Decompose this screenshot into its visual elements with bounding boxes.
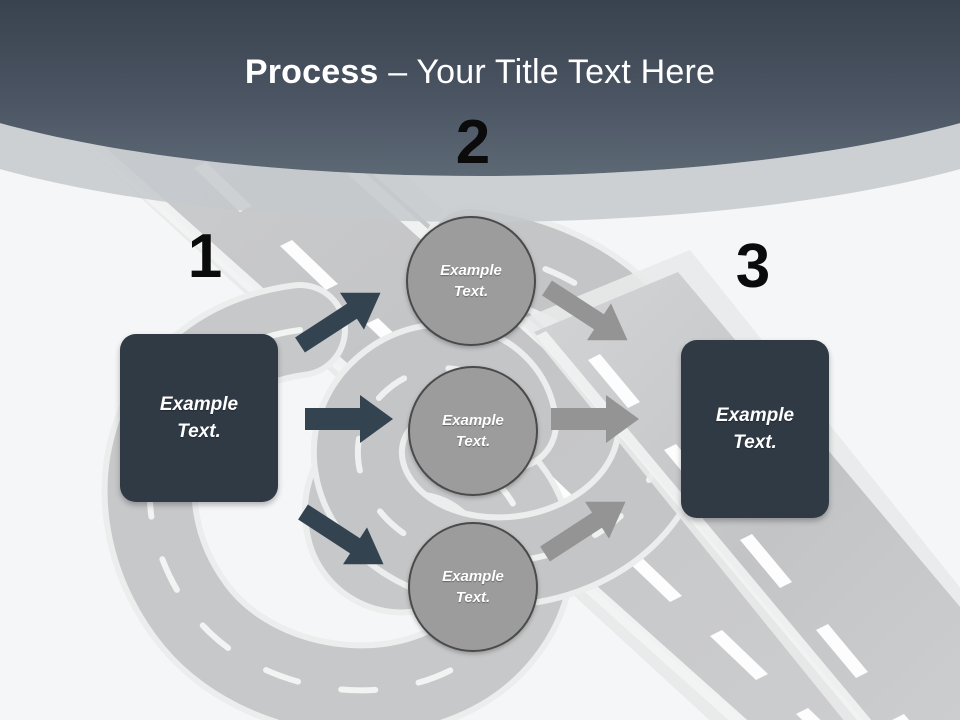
node-circle-middle-label: Example Text. [442,412,504,450]
node-right-box-label: Example Text. [715,405,795,453]
node-circle-bottom[interactable]: Example Text. [408,522,538,652]
step-number-2: 2 [455,108,491,177]
node-circle-top[interactable]: Example Text. [406,216,536,346]
node-right-box[interactable]: Example Text. [681,340,829,518]
node-circle-middle[interactable]: Example Text. [408,366,538,496]
node-circle-bottom-label: Example Text. [442,568,504,606]
header-shape [0,0,960,176]
step-number-1: 1 [187,222,223,291]
step-number-3: 3 [735,232,771,301]
header-arc-band [0,122,960,222]
node-left-box-label: Example Text. [159,394,239,442]
node-left-box[interactable]: Example Text. [120,334,278,502]
node-circle-top-label: Example Text. [440,262,502,300]
